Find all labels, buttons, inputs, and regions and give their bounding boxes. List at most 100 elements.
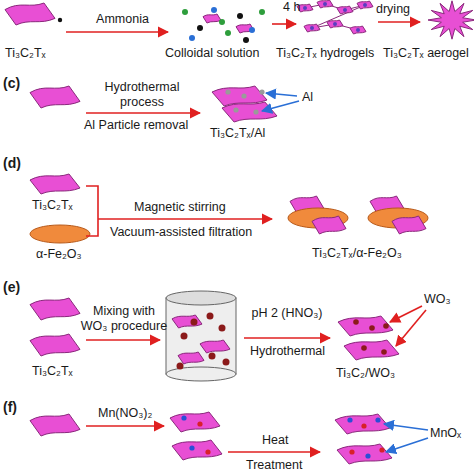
process-arrow bbox=[386, 438, 428, 452]
mnox-particle bbox=[365, 453, 370, 458]
al-particle bbox=[253, 109, 258, 114]
fe2o3-particle bbox=[30, 225, 90, 243]
mxene-sheet bbox=[30, 298, 80, 320]
mxene-sheet bbox=[30, 414, 80, 436]
gel-node bbox=[343, 8, 347, 12]
gel-node bbox=[323, 2, 327, 6]
component-label: MnOₓ bbox=[430, 426, 461, 441]
gel-network bbox=[312, 5, 365, 28]
component-label: WO₃ bbox=[424, 292, 451, 307]
wo3-particle bbox=[353, 319, 359, 325]
process-arrow bbox=[86, 112, 200, 114]
step-label: drying bbox=[376, 2, 410, 17]
colloid-particle bbox=[249, 27, 255, 33]
mxene-sheet bbox=[178, 352, 204, 364]
wo3-particle bbox=[181, 333, 188, 340]
process-arrow bbox=[384, 424, 428, 430]
mxene-sheet bbox=[172, 315, 202, 328]
wo3-particle bbox=[219, 325, 226, 332]
mxene-sheet bbox=[172, 440, 222, 460]
process-arrow bbox=[266, 93, 297, 96]
process-arrow bbox=[86, 425, 164, 427]
mxene-sheet bbox=[30, 174, 80, 194]
material-label: Ti₃C₂Tₓ bbox=[5, 46, 46, 61]
mxene-sheet bbox=[312, 216, 346, 234]
mxene-sheet bbox=[357, 1, 373, 9]
particle-dot bbox=[58, 18, 62, 22]
reactor-vessel bbox=[166, 367, 236, 381]
mxene-sheet bbox=[337, 6, 353, 14]
product-label: Ti₃C₂Tₓ/Al bbox=[210, 126, 265, 141]
mnox-particle bbox=[375, 417, 380, 422]
mxene-sheet bbox=[392, 216, 426, 234]
aerogel-shape bbox=[428, 1, 474, 39]
panel-letter: (d) bbox=[3, 156, 21, 171]
product-label: Ti₃C₂Tₓ/α-Fe₂O₃ bbox=[312, 246, 402, 261]
wo3-particle bbox=[369, 325, 375, 331]
process-arrow bbox=[396, 310, 426, 346]
reagent-label: Ammonia bbox=[80, 12, 165, 27]
wo3-particle bbox=[381, 349, 387, 355]
mxene-sheet bbox=[222, 102, 277, 122]
material-label: Ti₃C₂Tₓ bbox=[32, 198, 73, 213]
process-arrow bbox=[378, 21, 420, 23]
mxene-sheet bbox=[203, 14, 221, 23]
material-label: Ti₃C₂Tₓ bbox=[32, 364, 73, 379]
colloid-particle bbox=[225, 30, 231, 36]
mxene-sheet bbox=[304, 24, 320, 32]
mxene-sheet bbox=[5, 3, 55, 25]
step-label: Heat bbox=[262, 433, 288, 448]
wo3-particle bbox=[177, 363, 184, 370]
stage-label: Colloidal solution bbox=[165, 46, 260, 61]
process-arrow bbox=[272, 23, 296, 25]
al-particle bbox=[241, 93, 246, 98]
colloid-particle bbox=[182, 9, 188, 15]
al-particle bbox=[259, 89, 264, 94]
mnox-particle bbox=[349, 449, 354, 454]
colloid-particle bbox=[243, 37, 249, 43]
reactor-vessel bbox=[166, 291, 236, 305]
colloid-particle bbox=[259, 9, 265, 15]
step-label: Hydrothermal bbox=[250, 344, 325, 359]
panel-letter: (c) bbox=[3, 76, 20, 91]
mxene-sheet bbox=[200, 340, 230, 353]
mxene-sheet bbox=[327, 20, 343, 28]
time-label: 4 h bbox=[283, 0, 300, 15]
panel-letter: (f) bbox=[3, 400, 17, 415]
component-label: Al bbox=[302, 90, 313, 105]
reagent-label: Mn(NO₃)₂ bbox=[98, 406, 152, 421]
merge-bracket bbox=[86, 186, 98, 236]
gel-node bbox=[310, 26, 314, 30]
gel-node bbox=[303, 6, 307, 10]
mn-particle bbox=[205, 449, 210, 454]
process-arrow bbox=[262, 101, 299, 111]
colloid-particle bbox=[219, 19, 225, 25]
mxene-sheet bbox=[337, 444, 392, 464]
process-arrow bbox=[228, 451, 320, 453]
material-label: α-Fe₂O₃ bbox=[36, 247, 82, 262]
wo3-particle bbox=[361, 345, 367, 351]
process-arrow bbox=[98, 218, 272, 220]
mxene-sheet bbox=[170, 412, 220, 432]
wo3-particle bbox=[383, 323, 389, 329]
mxene-sheet bbox=[335, 414, 390, 434]
mxene-sheet bbox=[317, 0, 333, 8]
step-label: Treatment bbox=[246, 458, 303, 473]
al-particle bbox=[233, 107, 238, 112]
mnox-particle bbox=[347, 417, 352, 422]
gel-node bbox=[356, 28, 360, 32]
mn-particle bbox=[181, 415, 186, 420]
mxene-sheet bbox=[350, 26, 366, 34]
gel-node bbox=[363, 3, 367, 7]
step-label: Mixing with WO₃ procedure bbox=[80, 304, 168, 334]
mnox-particle bbox=[379, 447, 384, 452]
wo3-particle bbox=[191, 319, 198, 326]
process-arrow bbox=[66, 31, 168, 33]
step-label: Magnetic stirring bbox=[134, 200, 226, 215]
step-label: pH 2 (HNO₃) bbox=[246, 306, 328, 321]
panel-letter: (e) bbox=[3, 280, 20, 295]
colloid-particle bbox=[197, 25, 203, 31]
reactor-vessel bbox=[166, 298, 236, 374]
step-label: Vacuum-assisted filtration bbox=[110, 225, 252, 240]
